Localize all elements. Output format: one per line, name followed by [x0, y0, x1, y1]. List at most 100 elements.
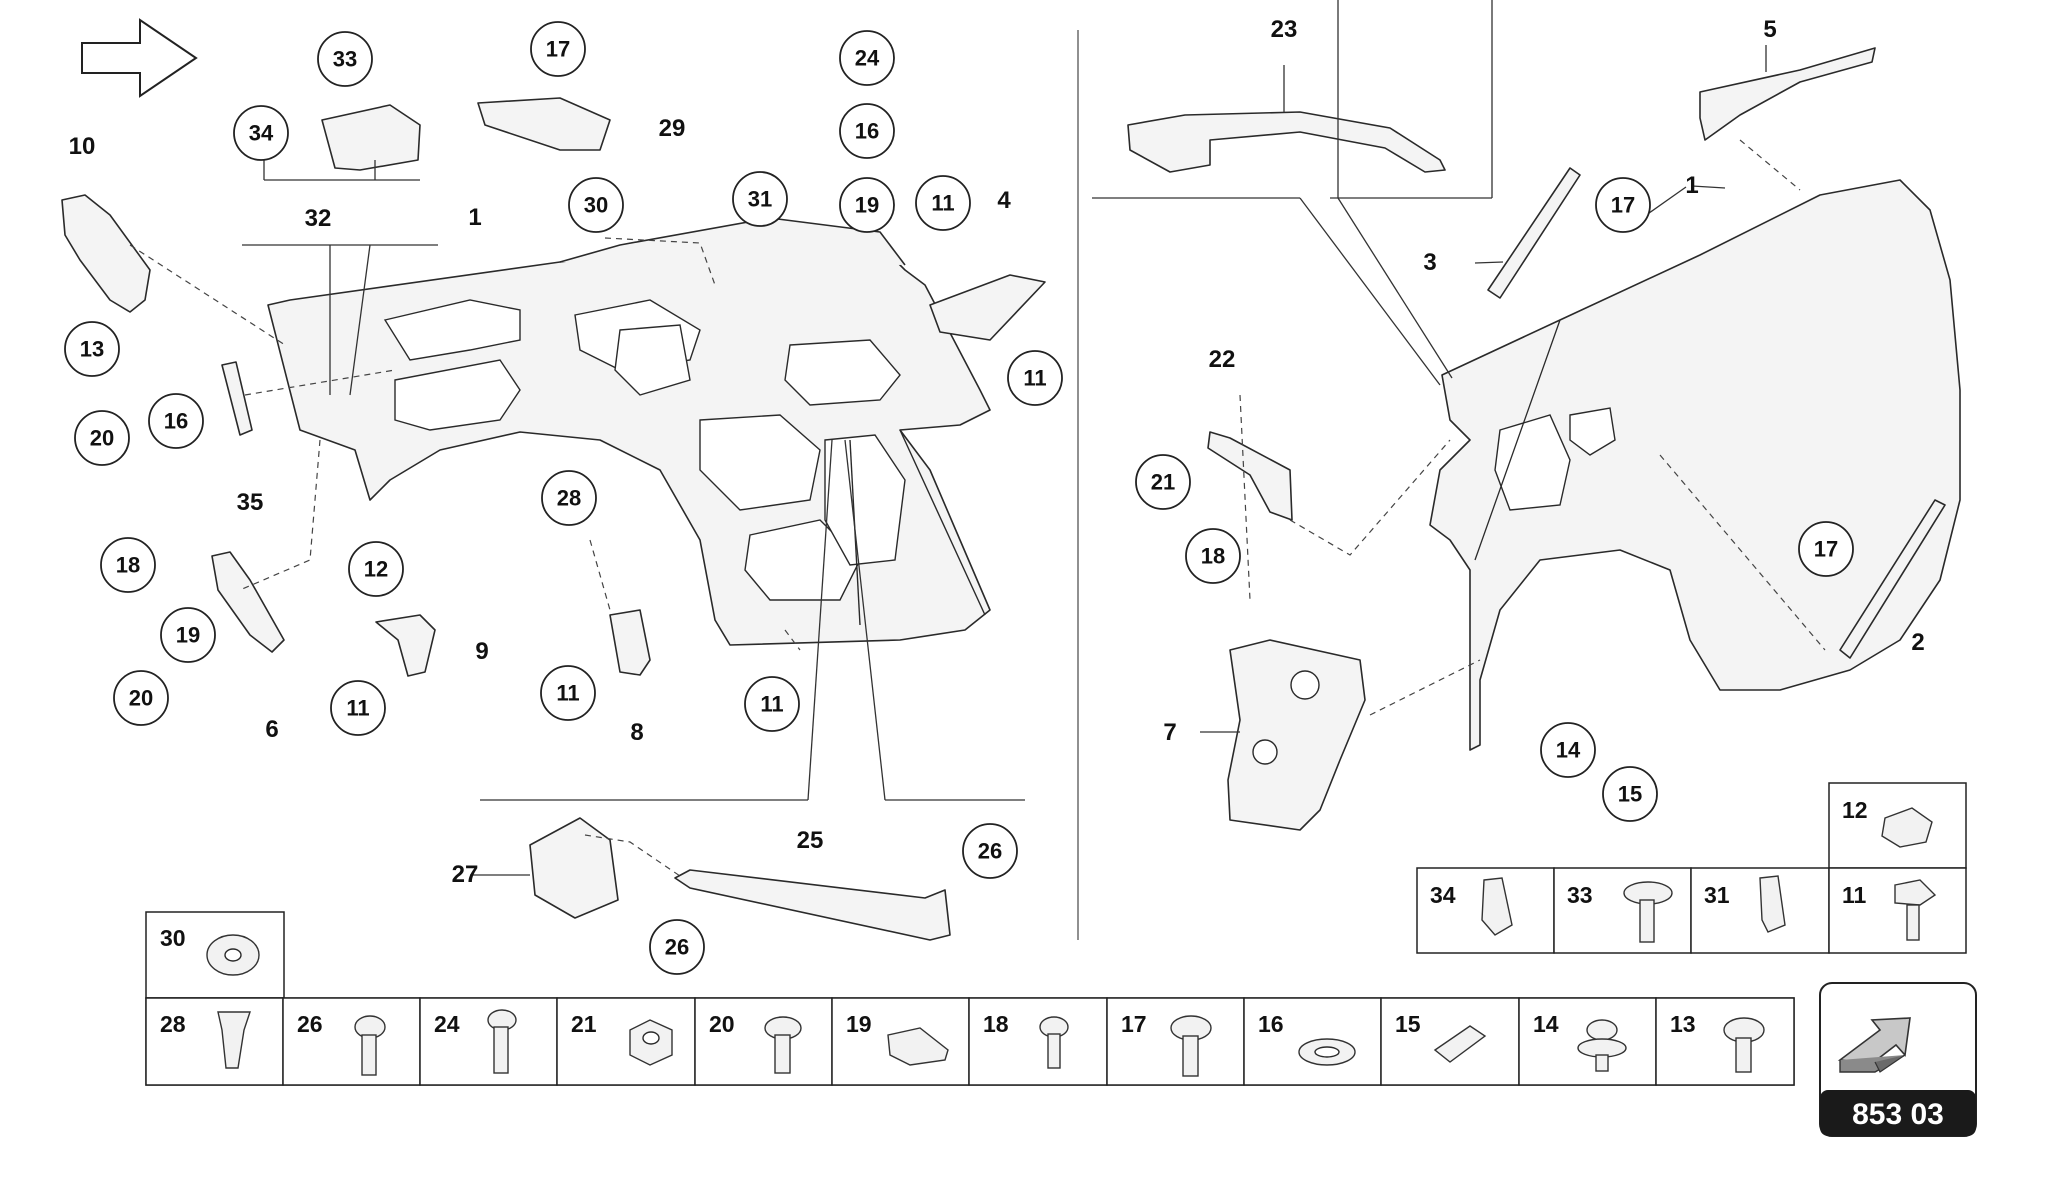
- callout-34: 34: [233, 105, 289, 161]
- callout-11-right: 11: [1007, 350, 1063, 406]
- bottom-row-cells: [145, 997, 1795, 1086]
- svg-text:19: 19: [176, 623, 200, 648]
- label-1-left: 1: [468, 204, 481, 231]
- callout-18-right: 18: [1185, 528, 1241, 584]
- svg-text:30: 30: [584, 193, 608, 218]
- label-32: 32: [305, 205, 332, 232]
- hardware-table-bottom: 30 28 26 24 21 20 19 18 17 16 15 14 13: [145, 911, 1795, 1086]
- diagram-code-badge: 853 03: [1819, 982, 1977, 1137]
- label-25: 25: [797, 827, 824, 854]
- svg-text:19: 19: [855, 193, 879, 218]
- label-7: 7: [1163, 719, 1176, 746]
- svg-text:18: 18: [116, 553, 140, 578]
- part-5-bracket: [1699, 47, 1876, 141]
- callout-20-bottom: 20: [113, 670, 169, 726]
- svg-text:11: 11: [346, 696, 369, 721]
- circled-callouts: 33 17 24 34 16 30 3 1 19 11 13 16 11 20 2…: [64, 21, 1854, 975]
- callout-17-right-top: 17: [1595, 177, 1651, 233]
- part-8-bracket: [609, 609, 651, 676]
- cell-label-15: 15: [1395, 1011, 1421, 1037]
- callout-26-left: 26: [649, 919, 705, 975]
- part-23-beam: [1127, 111, 1446, 173]
- svg-text:11: 11: [1023, 366, 1046, 391]
- label-8: 8: [630, 719, 643, 746]
- svg-text:26: 26: [978, 839, 1002, 864]
- part-25-rod: [674, 869, 951, 941]
- cell-label-16: 16: [1258, 1011, 1284, 1037]
- label-6: 6: [265, 716, 278, 743]
- label-10: 10: [69, 133, 96, 160]
- callout-11-top: 11: [915, 175, 971, 231]
- svg-text:20: 20: [129, 686, 153, 711]
- callout-11-bl: 11: [330, 680, 386, 736]
- part-6-bracket: [211, 551, 285, 653]
- part-rear-frame-structure: [267, 217, 991, 646]
- svg-text:26: 26: [665, 935, 689, 960]
- cell-label-30: 30: [160, 925, 186, 951]
- cell-label-14: 14: [1533, 1011, 1559, 1037]
- svg-text:21: 21: [1151, 470, 1175, 495]
- callout-30: 30: [568, 177, 624, 233]
- callout-11-br: 11: [744, 676, 800, 732]
- part-1-fender: [1429, 179, 1961, 751]
- cell-label-33: 33: [1567, 882, 1593, 908]
- cell-label-17: 17: [1121, 1011, 1147, 1037]
- label-29: 29: [659, 115, 686, 142]
- dashed-leaders: [129, 139, 1826, 877]
- part-22-bracket: [1207, 431, 1293, 521]
- cell-label-18: 18: [983, 1011, 1009, 1037]
- callout-14: 14: [1540, 722, 1596, 778]
- label-22: 22: [1209, 346, 1236, 373]
- svg-text:18: 18: [1201, 544, 1225, 569]
- svg-text:15: 15: [1618, 782, 1642, 807]
- svg-text:12: 12: [364, 557, 388, 582]
- callout-16-left: 16: [148, 393, 204, 449]
- svg-text:28: 28: [557, 486, 581, 511]
- cell-label-24: 24: [434, 1011, 460, 1037]
- cell-label-19: 19: [846, 1011, 872, 1037]
- part-27-bracket: [529, 817, 619, 919]
- svg-text:33: 33: [333, 47, 357, 72]
- diagram-code: 853 03: [1852, 1098, 1944, 1131]
- arrow-right-icon: [81, 18, 198, 98]
- svg-text:17: 17: [546, 37, 570, 62]
- direction-arrow-icon: [1837, 1017, 1911, 1073]
- solid-leaders: [242, 0, 1767, 876]
- label-3: 3: [1423, 249, 1436, 276]
- part-3-strip: [1487, 167, 1581, 299]
- callout-24: 24: [839, 30, 895, 86]
- svg-text:17: 17: [1611, 193, 1635, 218]
- callout-28: 28: [541, 470, 597, 526]
- label-27: 27: [452, 861, 479, 888]
- cell-label-12: 12: [1842, 797, 1868, 823]
- svg-text:24: 24: [855, 46, 880, 71]
- label-9: 9: [475, 638, 488, 665]
- callout-33: 33: [317, 31, 373, 87]
- svg-text:16: 16: [164, 409, 188, 434]
- part-32-bracket: [321, 104, 421, 171]
- label-5: 5: [1763, 16, 1776, 43]
- plain-labels: 10 1 4 32 29 35 9 8 6 27 25 23 5 1 3 22 …: [69, 16, 1925, 888]
- callout-18-left: 18: [100, 537, 156, 593]
- svg-text:13: 13: [80, 337, 104, 362]
- part-10-bracket: [61, 194, 151, 313]
- callout-17-top: 17: [530, 21, 586, 77]
- part-4-grille: [929, 274, 1046, 341]
- callout-15: 15: [1602, 766, 1658, 822]
- label-4: 4: [997, 187, 1011, 214]
- callout-21: 21: [1135, 454, 1191, 510]
- svg-text:11: 11: [931, 191, 954, 216]
- cell-label-13: 13: [1670, 1011, 1696, 1037]
- svg-text:20: 20: [90, 426, 114, 451]
- cell-label-11: 11: [1842, 882, 1867, 908]
- svg-text:16: 16: [855, 119, 879, 144]
- cell-label-28: 28: [160, 1011, 186, 1037]
- part-2-strip: [1839, 499, 1946, 659]
- svg-text:11: 11: [760, 692, 783, 717]
- part-7-liner: [1227, 639, 1366, 831]
- cell-label-21: 21: [571, 1011, 597, 1037]
- callout-16-top: 16: [839, 103, 895, 159]
- callout-13: 13: [64, 321, 120, 377]
